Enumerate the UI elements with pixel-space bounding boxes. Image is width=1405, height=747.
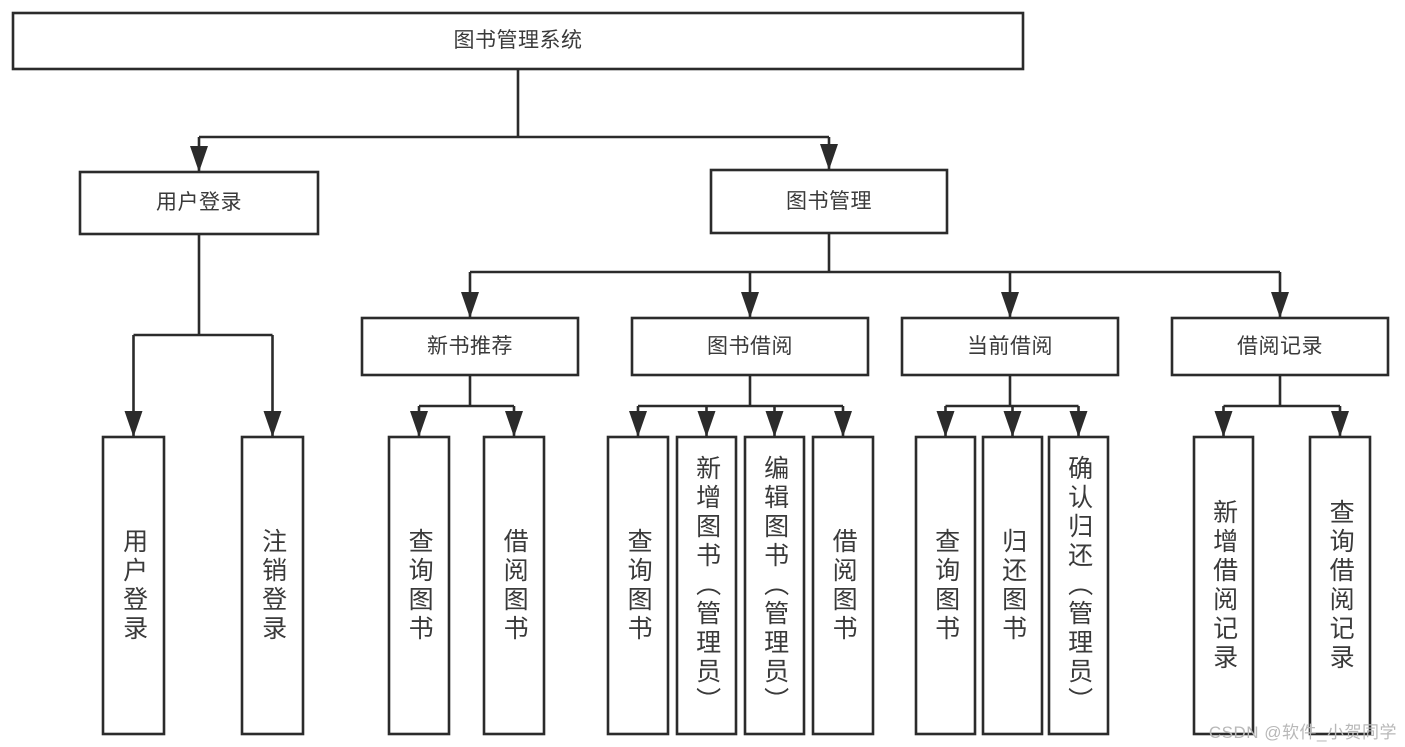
- arrow-head-icon: [1331, 411, 1349, 437]
- node-box-leaf-add-borrow-record[interactable]: [1192, 435, 1255, 736]
- node-box-leaf-add-book-admin[interactable]: [675, 435, 738, 736]
- arrow-head-icon: [1003, 411, 1022, 437]
- arrow-head-icon: [410, 411, 428, 437]
- node-box-leaf-confirm-return-admin[interactable]: [1047, 435, 1110, 736]
- node-box-leaf-borrow-book[interactable]: [811, 435, 875, 736]
- arrow-head-icon: [124, 411, 143, 437]
- arrow-head-icon: [1069, 411, 1088, 437]
- node-box-borrow-record[interactable]: [1170, 316, 1390, 377]
- arrow-head-icon: [697, 411, 716, 437]
- node-box-new-book-recommend[interactable]: [360, 316, 580, 377]
- node-box-leaf-return-book[interactable]: [981, 435, 1044, 736]
- arrow-head-icon: [1001, 292, 1019, 318]
- arrow-head-icon: [190, 146, 208, 172]
- node-box-book-management[interactable]: [709, 168, 949, 235]
- arrow-head-icon: [820, 144, 838, 170]
- arrow-head-icon: [834, 411, 852, 437]
- node-box-leaf-user-login[interactable]: [101, 435, 166, 736]
- node-box-leaf-logout[interactable]: [240, 435, 305, 736]
- arrow-head-icon: [461, 292, 479, 318]
- arrow-head-icon: [263, 411, 282, 437]
- node-box-root[interactable]: [11, 11, 1025, 71]
- arrow-head-icon: [765, 411, 784, 437]
- node-box-leaf-query-book-current[interactable]: [914, 435, 977, 736]
- arrow-head-icon: [936, 411, 955, 437]
- arrow-head-icon: [629, 411, 647, 437]
- node-box-leaf-edit-book-admin[interactable]: [743, 435, 806, 736]
- arrow-head-icon: [741, 292, 759, 318]
- arrow-head-icon: [505, 411, 523, 437]
- connector-layer: [124, 69, 1349, 437]
- node-box-user-login[interactable]: [78, 170, 320, 236]
- node-box-leaf-query-borrow-record[interactable]: [1308, 435, 1372, 736]
- arrow-head-icon: [1271, 292, 1289, 318]
- node-box-current-borrow[interactable]: [900, 316, 1120, 377]
- node-box-book-borrow[interactable]: [630, 316, 870, 377]
- arrow-head-icon: [1214, 411, 1233, 437]
- node-box-leaf-query-book-borrow[interactable]: [606, 435, 670, 736]
- node-box-leaf-borrow-book-recommend[interactable]: [482, 435, 546, 736]
- node-box-layer: [11, 11, 1390, 736]
- node-box-leaf-query-book-recommend[interactable]: [387, 435, 451, 736]
